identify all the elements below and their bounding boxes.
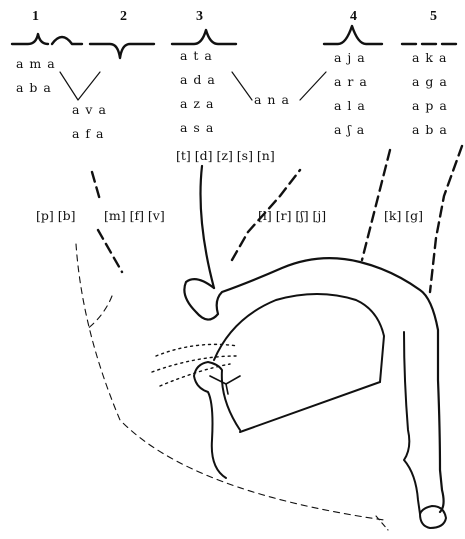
phoneme-group-labial: [p] [b] bbox=[36, 208, 75, 223]
syllable-3-extra: a n a bbox=[254, 92, 290, 107]
column-number-4: 4 bbox=[350, 9, 357, 24]
pointer-palatal bbox=[362, 150, 390, 260]
column-number-3: 3 bbox=[196, 9, 203, 24]
column-number-2: 2 bbox=[120, 9, 127, 24]
phoneme-group-alveolar: [t] [d] [z] [s] [n] bbox=[176, 148, 275, 163]
phoneme-group-velar: [k] [g] bbox=[384, 208, 423, 223]
syllable-4-3: a l a bbox=[334, 98, 366, 113]
tongue-base bbox=[240, 382, 380, 432]
contour-1b bbox=[52, 37, 82, 44]
pointer-labial-top bbox=[92, 172, 100, 200]
syllable-5-3: a p a bbox=[412, 98, 448, 113]
phoneme-group-palatal: [l] [r] [ʃ] [j] bbox=[258, 208, 326, 223]
larynx-opening bbox=[420, 506, 446, 528]
airflow-path-lips bbox=[86, 296, 112, 330]
connector-3a bbox=[232, 72, 252, 100]
pointer-labial-bottom bbox=[98, 230, 122, 272]
contour-1a bbox=[12, 34, 48, 44]
column-number-1: 1 bbox=[32, 9, 39, 24]
phoneme-group-labiodental: [m] [f] [v] bbox=[104, 208, 165, 223]
syllable-4-4: a ʃ a bbox=[334, 122, 365, 137]
lip-contact bbox=[210, 376, 240, 394]
syllable-4-1: a j a bbox=[334, 50, 366, 65]
airflow-arrowhead bbox=[376, 516, 388, 530]
syllable-1-2: a b a bbox=[16, 80, 52, 95]
contour-4 bbox=[324, 26, 382, 44]
alveolar-ridge-link bbox=[201, 166, 215, 288]
connector-3b bbox=[300, 72, 326, 100]
syllable-2-1: a v a bbox=[72, 102, 107, 117]
syllable-4-2: a r a bbox=[334, 74, 368, 89]
syllable-3-2: a d a bbox=[180, 72, 216, 87]
airflow-dots-2 bbox=[152, 356, 236, 372]
syllable-2-2: a f a bbox=[72, 126, 104, 141]
connector-2 bbox=[60, 72, 100, 100]
pointer-velar bbox=[430, 146, 462, 292]
syllable-5-4: a b a bbox=[412, 122, 448, 137]
syllable-3-3: a z a bbox=[180, 96, 214, 111]
syllable-3-1: a t a bbox=[180, 48, 213, 63]
airflow-dots-1 bbox=[156, 344, 238, 356]
contour-3 bbox=[172, 30, 236, 44]
column-number-5: 5 bbox=[430, 9, 437, 24]
pharynx-front bbox=[404, 332, 420, 514]
tongue-top bbox=[214, 294, 384, 382]
syllable-1-1: a m a bbox=[16, 56, 56, 71]
syllable-5-2: a g a bbox=[412, 74, 448, 89]
syllable-3-4: a s a bbox=[180, 120, 214, 135]
contour-2 bbox=[90, 44, 154, 58]
syllable-5-1: a k a bbox=[412, 50, 447, 65]
